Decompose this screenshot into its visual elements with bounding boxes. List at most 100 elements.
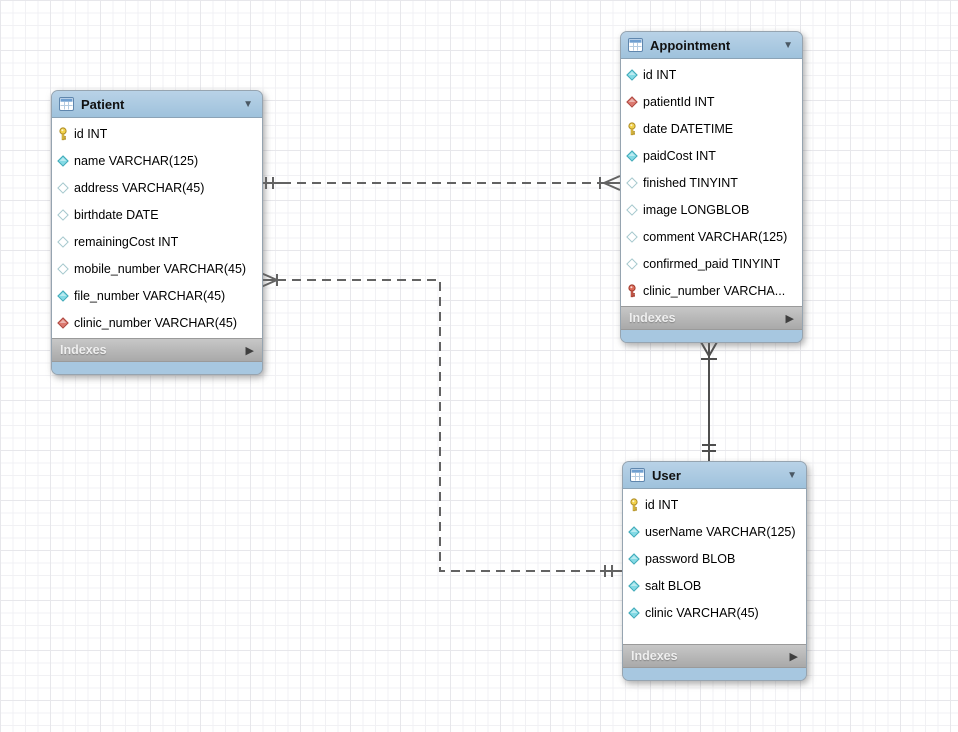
column-list: id INT userName VARCHAR(125) password BLOB… [623,489,806,628]
column-label: id INT [74,126,108,141]
crows-foot [603,175,621,191]
column-label: salt BLOB [645,578,702,593]
diamond-filled-icon [628,525,645,538]
table-title: User [652,467,681,483]
indexes-label: Indexes [629,311,676,325]
key-icon-yellow [626,121,643,136]
column-row[interactable]: id INT [621,61,802,88]
column-label: password BLOB [645,551,736,566]
column-label: date DATETIME [643,121,734,136]
column-label: userName VARCHAR(125) [645,524,796,539]
diamond-hollow-icon [57,208,74,221]
collapse-arrow-icon[interactable]: ▼ [783,39,793,51]
relationship-patient-appointment[interactable] [261,175,621,191]
column-row[interactable]: patientId INT [621,88,802,115]
table-user-header[interactable]: User ▼ [623,462,806,489]
diamond-filled-icon [626,68,643,81]
column-label: file_number VARCHAR(45) [74,288,226,303]
column-row[interactable]: image LONGBLOB [621,196,802,223]
column-row[interactable]: address VARCHAR(45) [52,174,262,201]
diamond-filled-icon [628,579,645,592]
column-label: clinic_number VARCHAR(45) [74,315,238,330]
column-label: birthdate DATE [74,207,159,222]
table-icon [628,38,643,52]
indexes-label: Indexes [60,343,107,357]
diamond-hollow-icon [626,176,643,189]
diamond-filled-icon [57,154,74,167]
column-list: id INT patientId INT date DATETIME paidCost… [621,59,802,306]
column-row[interactable]: id INT [52,120,262,147]
diamond-filled-icon [628,552,645,565]
column-row[interactable]: name VARCHAR(125) [52,147,262,174]
body-spacer [623,628,806,644]
column-row[interactable]: file_number VARCHAR(45) [52,282,262,309]
crows-foot [260,272,278,288]
column-label: clinic_number VARCHA... [643,283,786,298]
column-label: image LONGBLOB [643,202,750,217]
diamond-hollow-icon [626,230,643,243]
table-footer-strip [623,668,806,680]
table-footer-strip [52,362,262,374]
indexes-bar[interactable]: Indexes ▶ [621,306,802,330]
table-icon [630,468,645,482]
expand-arrow-icon[interactable]: ▶ [789,650,798,663]
diamond-filled-icon [626,149,643,162]
diamond-hollow-icon [57,262,74,275]
diamond-filled-icon [628,606,645,619]
expand-arrow-icon[interactable]: ▶ [785,312,794,325]
key-icon-red [626,283,643,298]
column-label: remainingCost INT [74,234,179,249]
column-row[interactable]: remainingCost INT [52,228,262,255]
column-label: clinic VARCHAR(45) [645,605,759,620]
column-row[interactable]: paidCost INT [621,142,802,169]
table-appointment-header[interactable]: Appointment ▼ [621,32,802,59]
key-icon-yellow [57,126,74,141]
column-row[interactable]: date DATETIME [621,115,802,142]
column-row[interactable]: finished TINYINT [621,169,802,196]
collapse-arrow-icon[interactable]: ▼ [787,469,797,481]
collapse-arrow-icon[interactable]: ▼ [243,98,253,110]
column-label: comment VARCHAR(125) [643,229,788,244]
table-title: Appointment [650,37,731,53]
column-row[interactable]: clinic_number VARCHA... [621,277,802,304]
table-patient[interactable]: Patient ▼ id INT name VARCHAR(125) address… [51,90,263,375]
table-icon [59,97,74,111]
column-row[interactable]: confirmed_paid TINYINT [621,250,802,277]
table-patient-header[interactable]: Patient ▼ [52,91,262,118]
table-footer-strip [621,330,802,342]
column-row[interactable]: comment VARCHAR(125) [621,223,802,250]
table-user[interactable]: User ▼ id INT userName VARCHAR(125) passwo… [622,461,807,681]
diamond-hollow-icon [57,235,74,248]
column-row[interactable]: mobile_number VARCHAR(45) [52,255,262,282]
column-list: id INT name VARCHAR(125) address VARCHAR(4… [52,118,262,338]
diamond-filled-icon [57,289,74,302]
column-row[interactable]: password BLOB [623,545,806,572]
column-row[interactable]: salt BLOB [623,572,806,599]
column-label: mobile_number VARCHAR(45) [74,261,247,276]
diamond-hollow-icon [626,203,643,216]
column-label: confirmed_paid TINYINT [643,256,781,271]
column-row[interactable]: clinic_number VARCHAR(45) [52,309,262,336]
column-label: name VARCHAR(125) [74,153,199,168]
column-row[interactable]: id INT [623,491,806,518]
indexes-label: Indexes [631,649,678,663]
indexes-bar[interactable]: Indexes ▶ [623,644,806,668]
diamond-red-icon [626,95,643,108]
crows-foot [700,341,718,357]
diamond-hollow-icon [57,181,74,194]
column-label: patientId INT [643,94,715,109]
indexes-bar[interactable]: Indexes ▶ [52,338,262,362]
column-label: finished TINYINT [643,175,738,190]
expand-arrow-icon[interactable]: ▶ [245,344,254,357]
column-row[interactable]: birthdate DATE [52,201,262,228]
diamond-hollow-icon [626,257,643,270]
column-row[interactable]: userName VARCHAR(125) [623,518,806,545]
column-label: address VARCHAR(45) [74,180,205,195]
table-appointment[interactable]: Appointment ▼ id INT patientId INT date DA… [620,31,803,343]
relationship-user-patient[interactable] [260,272,622,577]
column-row[interactable]: clinic VARCHAR(45) [623,599,806,626]
relationship-user-appointment[interactable] [700,341,718,461]
diamond-red-icon [57,316,74,329]
table-title: Patient [81,96,125,112]
